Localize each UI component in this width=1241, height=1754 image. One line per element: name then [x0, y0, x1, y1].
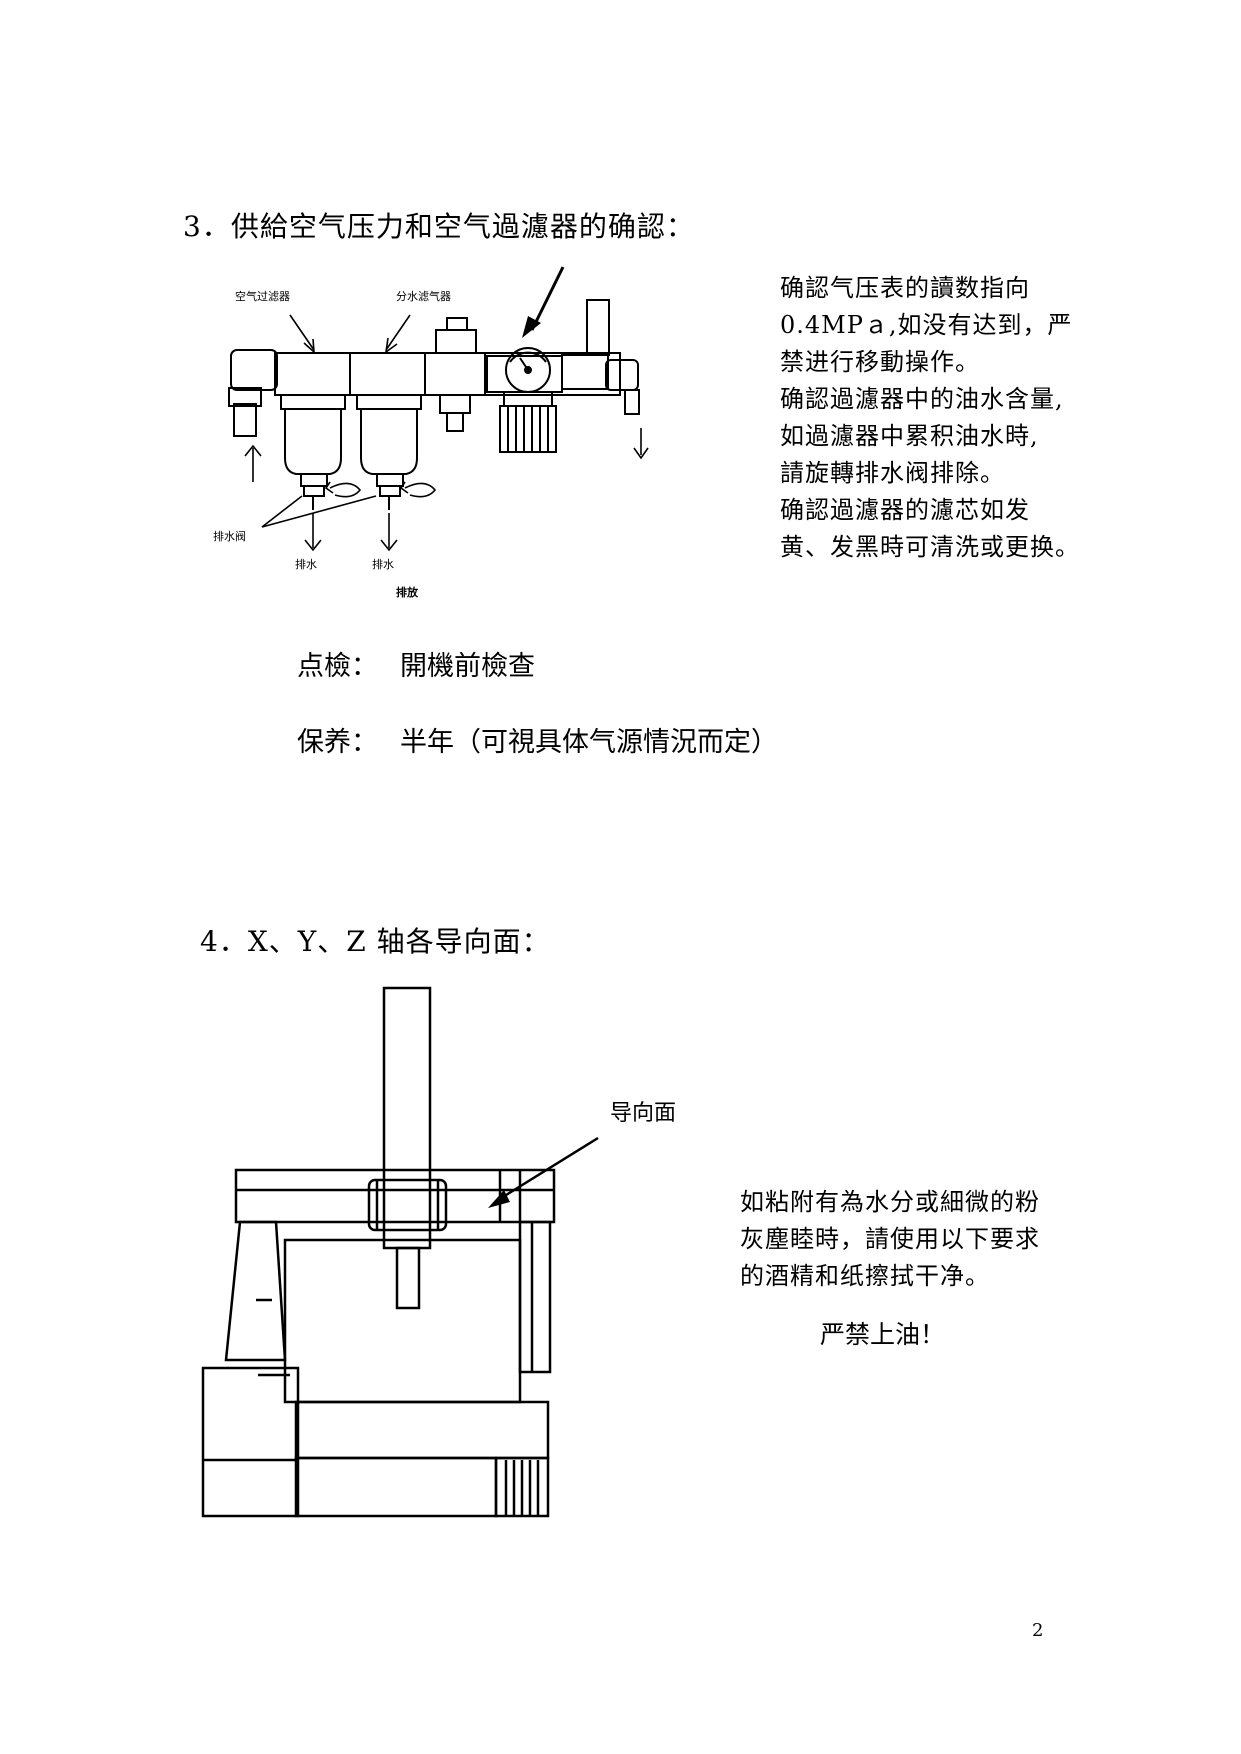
description-line: 确認過濾器的濾芯如发	[780, 496, 1030, 524]
section-3-heading: 3．供給空气压力和空气過濾器的确認：	[183, 210, 695, 243]
description-line: 灰塵睦時，請使用以下要求	[740, 1225, 1040, 1253]
drain-label-2: 排水	[372, 558, 394, 571]
maintenance-value: 半年（可視具体气源情況而定）	[400, 727, 778, 758]
maintenance-label: 保养：	[297, 727, 378, 758]
air-filter-label: 空气过滤器	[235, 290, 290, 303]
inspection-row: 点檢： 開機前檢查	[297, 644, 535, 683]
drain-valve-label: 排水阀	[213, 530, 246, 543]
inspection-value: 開機前檢查	[400, 651, 535, 682]
description-line: 0.4MPａ,如没有达到，严	[780, 311, 1073, 339]
drain-label-1: 排水	[295, 558, 317, 571]
page-number: 2	[1032, 1620, 1044, 1641]
description-line: 禁进行移動操作。	[780, 348, 980, 376]
description-line: 請旋轉排水阀排除。	[780, 459, 1005, 487]
description-line: 确認過濾器中的油水含量,	[780, 385, 1064, 413]
description-line: 如過濾器中累积油水時,	[780, 422, 1039, 450]
section-4-description: 如粘附有為水分或細微的粉 灰塵睦時，請使用以下要求 的酒精和纸擦拭干净。	[740, 1184, 1040, 1295]
guide-surface-arrow	[488, 1190, 510, 1208]
section-3-description: 确認气压表的讀数指向 0.4MPａ,如没有达到，严 禁进行移動操作。 确認過濾器…	[780, 270, 1080, 566]
description-line: 的酒精和纸擦拭干净。	[740, 1262, 990, 1290]
inspection-label: 点檢：	[297, 651, 378, 682]
guide-surface-label: 导向面	[610, 1101, 677, 1126]
description-line: 黄、发黑時可清洗或更换。	[780, 533, 1080, 561]
maintenance-row: 保养： 半年（可視具体气源情況而定）	[297, 720, 778, 759]
discharge-label: 排放	[396, 586, 418, 599]
no-oil-warning: 严禁上油！	[820, 1320, 946, 1349]
water-separator-label: 分水滤气器	[396, 290, 451, 303]
section-4-heading: 4．X、Y、Z 轴各导向面：	[200, 925, 551, 958]
description-line: 确認气压表的讀数指向	[780, 274, 1030, 302]
description-line: 如粘附有為水分或細微的粉	[740, 1188, 1040, 1216]
gauge-pointer-arrow	[522, 316, 541, 338]
